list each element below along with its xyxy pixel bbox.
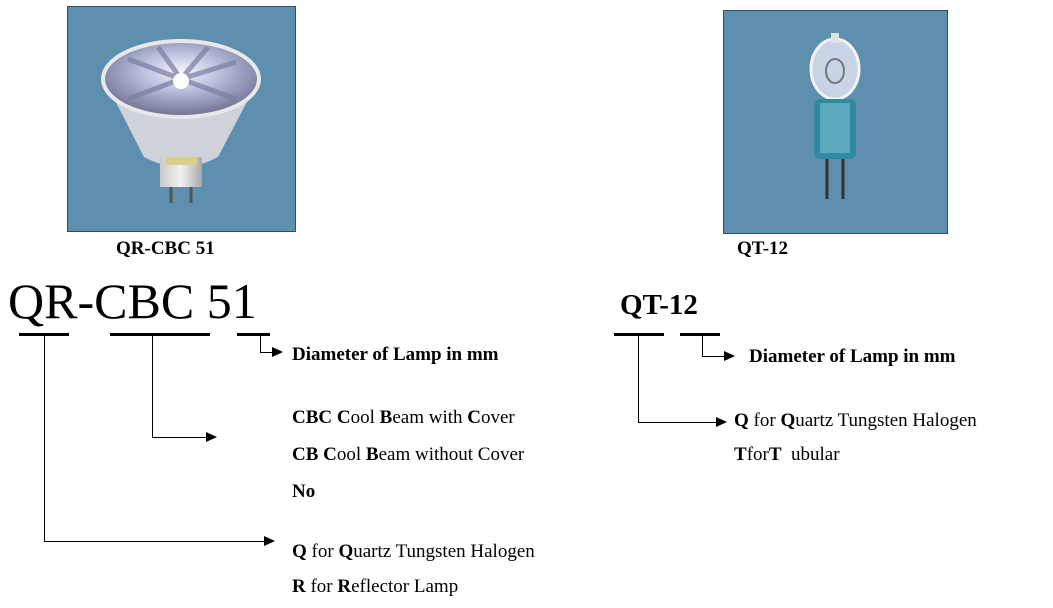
code-r: R <box>44 273 77 329</box>
type-bold: R <box>337 576 351 597</box>
type-text: uartz Tungsten Halogen <box>353 541 535 562</box>
arrowhead-qt <box>716 417 727 427</box>
right-diameter-label: Diameter of Lamp in mm <box>749 346 956 368</box>
type-text: ubular <box>782 444 840 465</box>
cover-text: ool <box>337 444 366 465</box>
cover-text: eam with <box>392 407 467 428</box>
type-bold: T <box>769 444 782 465</box>
cover-text: eam without Cover <box>379 444 525 465</box>
code-q: Q <box>8 273 44 329</box>
connector-12-vertical <box>702 335 703 356</box>
arrowhead-qr <box>264 536 275 546</box>
left-type-line-q: Q for Quartz Tungsten Halogen <box>292 541 535 563</box>
code-cbc: CBC <box>94 273 194 329</box>
connector-qr-vertical <box>44 335 45 541</box>
cover-key: CB <box>292 444 318 465</box>
type-text: uartz Tungsten Halogen <box>795 410 977 431</box>
underline-51 <box>237 333 270 336</box>
type-text: eflector Lamp <box>351 576 458 597</box>
capsule-lamp-photo <box>723 10 948 234</box>
cover-bold: C <box>467 407 481 428</box>
connector-12-horizontal <box>702 356 726 357</box>
cover-bold: B <box>366 444 379 465</box>
cover-bold: B <box>380 407 393 428</box>
connector-qt-horizontal <box>638 422 718 423</box>
connector-cbc-horizontal <box>152 437 208 438</box>
cover-line-cb: CB Cool Beam without Cover <box>292 444 524 466</box>
cover-line-cbc: CBC Cool Beam with Cover <box>292 407 515 429</box>
capsule-lamp-illustration <box>724 11 947 233</box>
left-type-line-r: R for Reflector Lamp <box>292 576 458 598</box>
underline-12 <box>680 333 720 336</box>
right-model-code: QT-12 <box>620 291 698 320</box>
right-type-line-t: TforT ubular <box>734 444 840 466</box>
code-num: 51 <box>207 273 257 329</box>
left-model-code: QR-CBC 51 <box>8 276 257 326</box>
cover-bold: C <box>323 444 337 465</box>
type-bold: T <box>734 444 747 465</box>
type-text: for <box>749 410 781 431</box>
underline-qt <box>614 333 664 336</box>
connector-cbc-vertical <box>152 335 153 437</box>
code-qt: QT <box>620 289 659 321</box>
cover-text: over <box>481 407 515 428</box>
arrowhead-51 <box>272 347 283 357</box>
type-bold: Q <box>734 410 749 431</box>
cover-text: ool <box>351 407 380 428</box>
left-caption: QR-CBC 51 <box>116 238 215 260</box>
right-type-line-q: Q for Quartz Tungsten Halogen <box>734 410 977 432</box>
left-diameter-label: Diameter of Lamp in mm <box>292 344 499 366</box>
connector-qt-vertical <box>638 335 639 422</box>
arrowhead-12 <box>724 351 735 361</box>
right-caption: QT-12 <box>737 238 788 260</box>
type-bold: Q <box>338 541 353 562</box>
cover-key: No <box>292 481 315 502</box>
cover-line-no: No <box>292 481 315 503</box>
underline-cbc <box>110 333 210 336</box>
cover-bold: C <box>337 407 351 428</box>
reflector-lamp-illustration <box>68 7 295 231</box>
arrowhead-cbc <box>206 432 217 442</box>
code-num: 12 <box>669 289 698 321</box>
code-dash: - <box>77 273 94 329</box>
code-dash: - <box>659 289 669 321</box>
cover-key: CBC <box>292 407 332 428</box>
type-text: for <box>747 444 769 465</box>
reflector-lamp-photo <box>67 6 296 232</box>
connector-51-vertical <box>260 335 261 353</box>
type-bold: Q <box>292 541 307 562</box>
type-text: for <box>307 541 339 562</box>
type-bold: R <box>292 576 306 597</box>
connector-qr-horizontal <box>44 541 266 542</box>
type-text: for <box>306 576 338 597</box>
type-bold: Q <box>780 410 795 431</box>
